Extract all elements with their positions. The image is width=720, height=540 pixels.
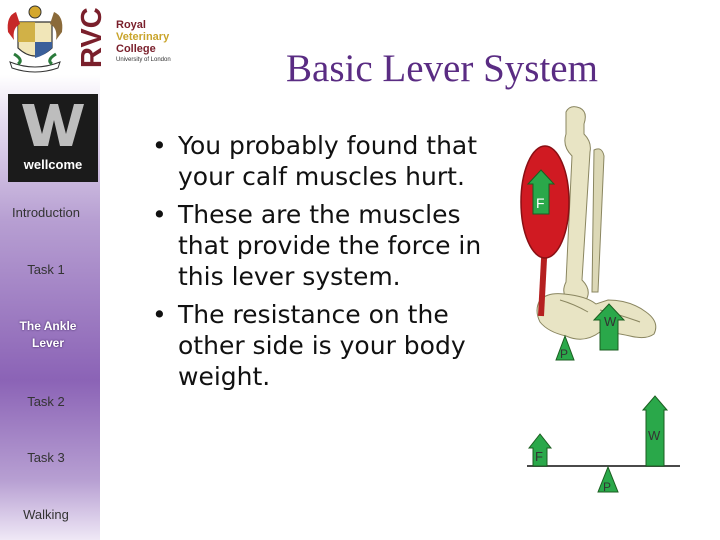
svg-text:P: P: [603, 480, 611, 494]
bullet-list: •You probably found that your calf muscl…: [152, 130, 482, 399]
svg-text:F: F: [536, 195, 545, 211]
nav-introduction[interactable]: Introduction: [12, 205, 80, 220]
lever-pivot-icon: P: [597, 465, 619, 494]
svg-text:W: W: [648, 428, 661, 443]
rvc-letters-logo: RVC: [77, 7, 107, 68]
svg-text:F: F: [535, 449, 543, 464]
bullet-item: •The resistance on the other side is you…: [152, 300, 466, 391]
svg-text:W: W: [604, 314, 617, 329]
nav-task-3[interactable]: Task 3: [27, 450, 65, 465]
bullet-item: •These are the muscles that provide the …: [152, 200, 482, 291]
college-name: Royal Veterinary College: [116, 19, 170, 55]
svg-text:RVC: RVC: [77, 7, 107, 68]
page-title: Basic Lever System: [286, 47, 598, 90]
pivot-marker-icon: P: [555, 334, 575, 361]
lever-force-arrow-icon: F: [527, 433, 553, 467]
rvc-logo: RVC Royal Veterinary College University …: [0, 0, 200, 80]
w-logo-icon: [22, 104, 84, 146]
lever-weight-arrow-icon: W: [641, 395, 669, 467]
wellcome-logo: wellcome: [8, 94, 98, 182]
weight-arrow-icon: W: [592, 303, 626, 351]
college-subtitle: University of London: [116, 57, 171, 63]
sidebar: [0, 0, 100, 540]
nav-walking[interactable]: Walking: [23, 507, 69, 522]
nav-task-1[interactable]: Task 1: [27, 262, 65, 277]
force-arrow-icon: F: [526, 169, 556, 215]
nav-task-2[interactable]: Task 2: [27, 394, 65, 409]
crest-icon: [7, 5, 63, 73]
lever-diagram: F W P F W P: [520, 106, 680, 494]
svg-text:P: P: [560, 347, 568, 361]
nav-the-ankle-lever[interactable]: The Ankle Lever: [19, 319, 77, 350]
wellcome-label: wellcome: [23, 157, 83, 172]
bullet-item: •You probably found that your calf muscl…: [152, 131, 478, 191]
